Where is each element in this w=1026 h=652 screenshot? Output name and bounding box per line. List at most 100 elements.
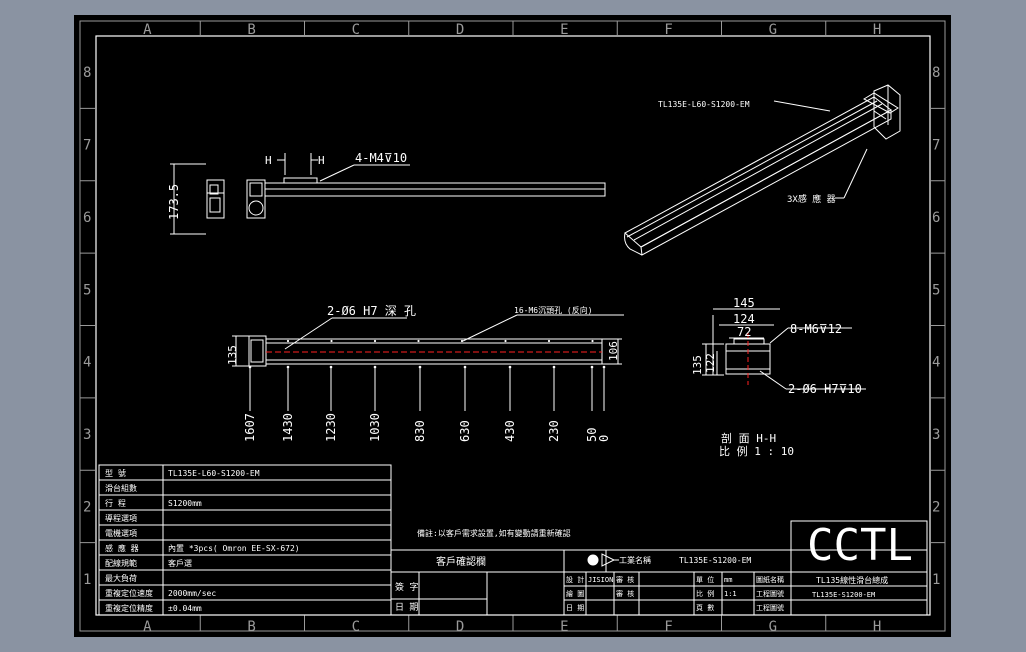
position-dim-label: 830 xyxy=(413,420,427,442)
section-mark-left: H xyxy=(265,154,272,167)
frame-column-label-bottom: H xyxy=(873,619,881,635)
side-view xyxy=(170,153,606,235)
spec-value: ±0.04mm xyxy=(168,604,202,613)
frame-column-label-top: D xyxy=(456,22,464,38)
confirm-title: 客戶確認欄 xyxy=(436,555,486,568)
frame-column-label-top: C xyxy=(352,22,360,38)
title-block-cell: JISION xyxy=(588,576,613,584)
frame-column-label-bottom: B xyxy=(247,619,255,635)
confirm-sign-label: 簽 字 xyxy=(395,581,418,593)
drawing-number: TL135E-S1200-EM xyxy=(679,556,751,565)
position-dim-label: 50 xyxy=(585,428,599,442)
position-extension-lines xyxy=(248,339,606,411)
frame-column-label-bottom: G xyxy=(769,619,777,635)
title-block xyxy=(563,520,928,616)
frame-row-label-left: 1 xyxy=(83,572,91,588)
spec-label: 感 應 器 xyxy=(105,543,139,553)
title-block-cell: 工程圖號 xyxy=(756,589,784,598)
frame-row-label-left: 5 xyxy=(83,282,91,298)
frame-row-label-left: 2 xyxy=(83,499,91,515)
section-scale: 比 例 1 : 10 xyxy=(719,444,794,458)
iso-sensor-callout: 3X感 應 器 xyxy=(787,193,836,205)
frame-row-label-right: 4 xyxy=(932,355,940,371)
frame-row-label-right: 2 xyxy=(932,499,940,515)
title-block-cell: 工程圖號 xyxy=(756,603,784,612)
spec-label: 重複定位速度 xyxy=(105,588,153,598)
position-dim-label: 230 xyxy=(547,420,561,442)
section-view xyxy=(702,308,866,390)
position-dim-label: 1030 xyxy=(368,413,382,442)
section-height-122: 122 xyxy=(704,353,717,373)
frame-column-label-top: G xyxy=(769,22,777,38)
section-thread-callout: 8-M6⊽12 xyxy=(790,322,842,336)
side-height-dim: 173.5 xyxy=(167,184,181,220)
section-width-72: 72 xyxy=(737,325,751,339)
frame-row-label-right: 5 xyxy=(932,282,940,298)
title-block-cell: 1:1 xyxy=(724,590,737,598)
section-title: 剖 面 H-H xyxy=(721,431,776,445)
frame-column-label-bottom: C xyxy=(352,619,360,635)
position-dim-label: 1430 xyxy=(281,413,295,442)
spec-value: 2000mm/sec xyxy=(168,589,216,598)
position-dim-label: 430 xyxy=(503,420,517,442)
company-logo: CCTL xyxy=(807,520,913,571)
spec-value: S1200mm xyxy=(168,499,202,508)
frame-row-label-left: 8 xyxy=(83,65,91,81)
part-code: TL135E-S1200-EM xyxy=(812,591,875,599)
frame-row-label-left: 7 xyxy=(83,138,91,154)
position-dim-label: 1230 xyxy=(324,413,338,442)
title-block-cell: 繪 圖 xyxy=(566,589,584,598)
position-dim-label: 0 xyxy=(597,435,611,442)
frame-column-label-bottom: A xyxy=(143,619,152,635)
title-block-cell: 單 位 xyxy=(696,575,714,584)
frame-row-label-right: 3 xyxy=(932,427,940,443)
spec-value: 客戶選 xyxy=(168,558,192,568)
frame-column-label-bottom: D xyxy=(456,619,464,635)
end-cap-profile xyxy=(206,179,225,219)
top-view xyxy=(232,314,624,367)
confirm-date-label: 日 期 xyxy=(395,602,418,613)
top-inner-dim: 106 xyxy=(607,341,620,361)
section-height-135: 135 xyxy=(691,355,704,375)
frame-column-label-top: A xyxy=(143,22,152,38)
side-callout: 4-M4⊽10 xyxy=(355,151,407,165)
top-height-dim: 135 xyxy=(226,345,239,365)
spec-label: 配線規範 xyxy=(105,558,137,568)
frame-row-label-right: 7 xyxy=(932,138,940,154)
title-block-cell: 審 核 xyxy=(616,589,634,598)
frame-row-label-left: 4 xyxy=(83,355,91,371)
company-name: 工業名稱 xyxy=(619,555,651,565)
isometric-view xyxy=(624,84,901,256)
title-block-cell: 圖紙名稱 xyxy=(756,575,784,584)
frame-column-label-top: B xyxy=(247,22,255,38)
spec-label: 行 程 xyxy=(105,498,126,508)
spec-value: 內置 *3pcs( Omron EE-SX-672) xyxy=(168,544,300,553)
frame-row-label-left: 6 xyxy=(83,210,91,226)
title-block-cell: mm xyxy=(724,576,732,584)
frame-column-label-bottom: E xyxy=(560,619,568,635)
iso-model-callout: TL135E-L60-S1200-EM xyxy=(658,100,750,109)
frame-row-label-left: 3 xyxy=(83,427,91,443)
motor-block xyxy=(246,179,266,219)
frame-row-label-right: 1 xyxy=(932,572,940,588)
frame-row-label-right: 8 xyxy=(932,65,940,81)
title-block-cell: 比 例 xyxy=(696,589,714,598)
spec-label: 重複定位精度 xyxy=(105,603,153,613)
title-block-cell: 頁 數 xyxy=(696,603,714,612)
position-dim-label: 1607 xyxy=(243,413,257,442)
section-pin-callout: 2-Ø6 H7⊽10 xyxy=(788,382,862,396)
title-block-cell: 設 計 xyxy=(566,575,584,584)
title-block-cell: 審 核 xyxy=(616,575,634,584)
product-name: TL135線性滑台總成 xyxy=(816,575,888,585)
frame-row-label-right: 6 xyxy=(932,210,940,226)
spec-label: 滑台組數 xyxy=(105,483,137,493)
section-mark-right: H xyxy=(318,154,325,167)
section-width-124: 124 xyxy=(733,312,755,326)
section-width-145: 145 xyxy=(733,296,755,310)
top-hole-callout: 2-Ø6 H7 深 孔 xyxy=(327,304,416,318)
